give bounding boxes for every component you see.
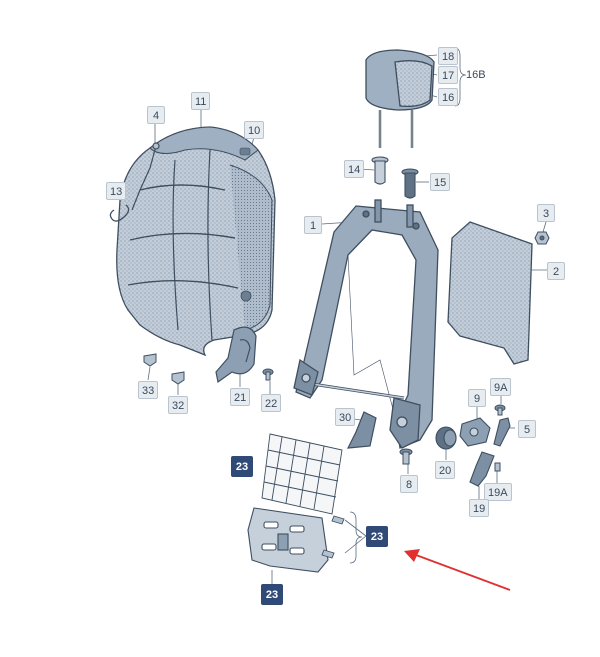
headrest-group-bracket [454, 47, 467, 107]
label-part-9: 9 [468, 389, 486, 407]
label-part-20: 20 [435, 461, 456, 479]
lumbar-group-bracket [349, 511, 363, 564]
label-part-32: 32 [168, 396, 189, 414]
nut-part-3 [534, 231, 550, 245]
label-part-23-top: 23 [231, 456, 253, 477]
label-part-4: 4 [147, 106, 165, 124]
lever-part-5 [493, 417, 511, 447]
clip-part-32 [171, 371, 185, 385]
lumbar-wire-mat-part [261, 433, 343, 515]
lumbar-fasteners [321, 515, 345, 559]
side-cover-part [215, 326, 257, 384]
knob-part-20 [435, 426, 457, 450]
label-part-16: 16 [438, 88, 459, 106]
label-part-14: 14 [344, 160, 365, 178]
headrest-guide-14 [371, 156, 389, 185]
red-pointer-arrow [404, 549, 511, 591]
label-part-15: 15 [430, 173, 451, 191]
label-part-21: 21 [230, 388, 251, 406]
rear-panel-part [447, 221, 533, 365]
label-part-8: 8 [400, 475, 418, 493]
label-part-23-bottom: 23 [261, 584, 283, 605]
backrest-frame-part [293, 199, 439, 449]
lever-part-19 [469, 451, 495, 487]
label-part-19: 19 [469, 499, 490, 517]
headrest-part [365, 49, 435, 148]
label-part-2: 2 [547, 262, 565, 280]
label-part-1: 1 [304, 216, 322, 234]
label-part-10: 10 [244, 121, 265, 139]
recliner-mechanism-9 [459, 417, 491, 447]
label-part-17: 17 [438, 66, 459, 84]
label-part-18: 18 [438, 47, 459, 65]
label-part-23-right: 23 [366, 526, 388, 547]
label-part-33: 33 [138, 381, 159, 399]
label-part-13: 13 [106, 182, 127, 200]
hook-part [109, 204, 130, 222]
label-part-19a: 19A [484, 483, 512, 501]
cover-part-30 [346, 411, 377, 449]
label-part-22: 22 [261, 394, 282, 412]
label-part-3: 3 [537, 204, 555, 222]
label-part-9a: 9A [490, 378, 512, 396]
headrest-guide-15 [401, 168, 419, 199]
bolt-part-8 [399, 448, 413, 465]
label-part-11: 11 [191, 92, 211, 110]
clip-part-33 [143, 353, 157, 367]
label-part-30: 30 [335, 408, 356, 426]
screw-part-9a [494, 404, 506, 416]
wire-clip-part [131, 142, 160, 211]
label-part-16b: 16B [466, 69, 486, 81]
screw-part-19a [494, 462, 501, 472]
screw-part-22 [262, 368, 274, 381]
label-part-5: 5 [518, 420, 536, 438]
lumbar-plate-part [247, 507, 329, 573]
backrest-padding-part [116, 126, 276, 357]
